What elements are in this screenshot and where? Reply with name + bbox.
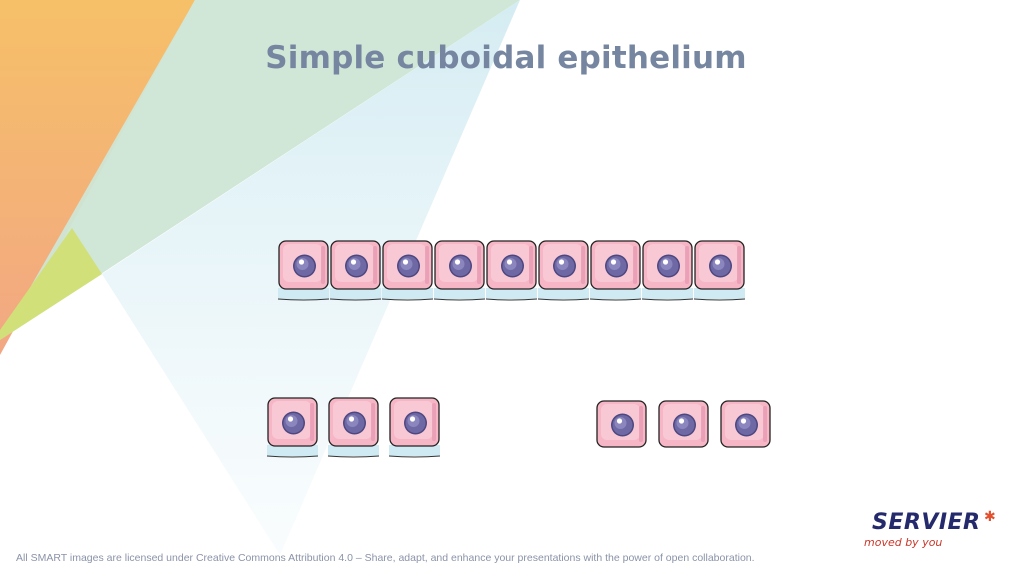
cell-row-top-cell (433, 240, 486, 304)
cell-row-top-cell (693, 240, 746, 304)
cell-row-top-cell (537, 240, 590, 304)
servier-logo: SERVIER ✱ moved by you (860, 508, 1010, 554)
cell-row-top-cell (329, 240, 382, 304)
license-footer: All SMART images are licensed under Crea… (16, 552, 755, 564)
cell-group-left-cell (266, 397, 319, 461)
cell-row-top-cell (381, 240, 434, 304)
cell-group-left-cell (388, 397, 441, 461)
logo-star-icon: ✱ (984, 508, 996, 524)
cell-row-top-cell (277, 240, 330, 304)
logo-tagline: moved by you (864, 536, 943, 549)
lime-shape (0, 228, 102, 340)
green-shape (0, 0, 520, 340)
cell-group-right-cell (658, 400, 709, 462)
cell-row-top-cell (589, 240, 642, 304)
cell-group-left-cell (327, 397, 380, 461)
cell-row-top-cell (485, 240, 538, 304)
logo-wordmark: SERVIER (872, 510, 981, 535)
cell-group-right-cell (720, 400, 771, 462)
cell-row-top-cell (641, 240, 694, 304)
cell-group-right-cell (596, 400, 647, 462)
page-title: Simple cuboidal epithelium (265, 40, 747, 76)
